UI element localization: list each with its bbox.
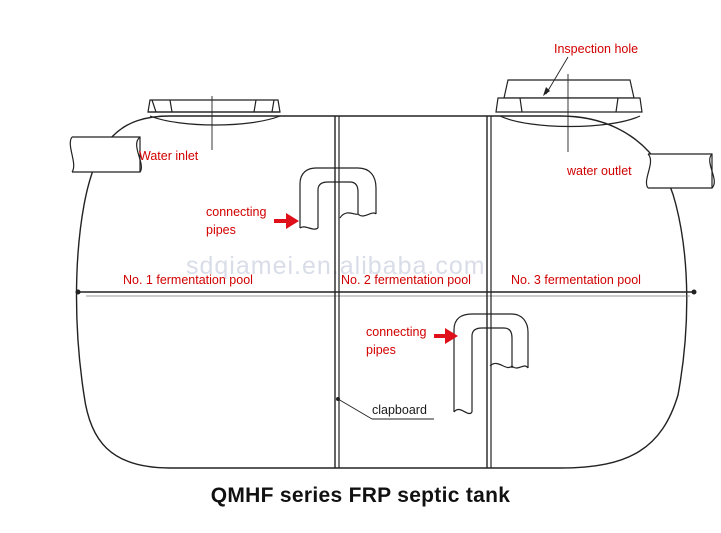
label-connecting-pipes-lower: connecting pipes [366,325,427,357]
flange-end-right [691,289,697,295]
label-clapboard: clapboard [372,403,427,417]
label-connecting-pipes-upper: connecting pipes [206,205,267,237]
inspection-arrow-head [543,87,550,96]
arrow-connecting-pipes-lower [434,328,458,344]
leader-lines [337,56,569,420]
inspection-hole-right [495,74,643,152]
outlet-pipe [645,153,715,189]
label-pool-1: No. 1 fermentation pool [123,273,253,287]
label-water-outlet: water outlet [567,164,632,178]
clapboard-pointer-dot [336,397,340,401]
inlet-pipe [69,136,142,173]
label-pool-2: No. 2 fermentation pool [341,273,471,287]
diagram-caption: QMHF series FRP septic tank [210,484,511,507]
label-water-inlet: Water inlet [139,149,199,163]
inspection-hole-left [147,96,281,150]
label-inspection-hole: Inspection hole [554,42,639,56]
connecting-pipe-upper [299,167,377,230]
arrow-connecting-pipes-upper [274,213,299,229]
label-pool-3: No. 3 fermentation pool [511,273,641,287]
flange-end-left [75,289,81,295]
connecting-pipe-lower [453,313,529,415]
